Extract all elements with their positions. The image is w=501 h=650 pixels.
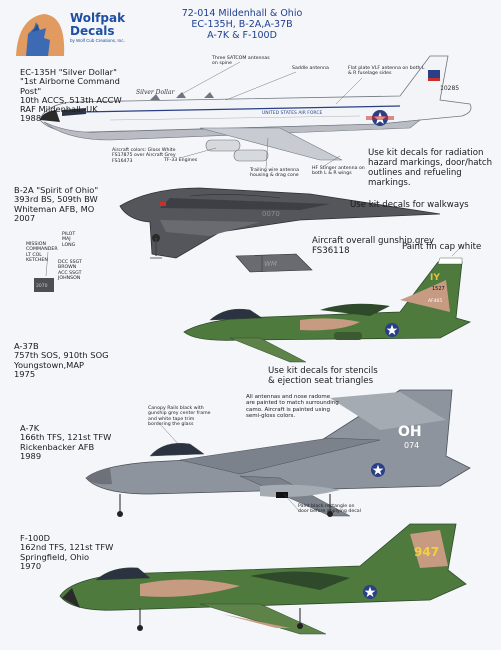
callout-a7-door: Paint black rectangle on door before app… bbox=[298, 504, 361, 515]
brand-name-line1: Wolfpak bbox=[70, 11, 126, 25]
note-a7-antennas-line: are painted to match surrounding bbox=[246, 400, 339, 407]
wolf-logo-icon bbox=[16, 14, 65, 56]
note-radiation-line: outlines and refueling bbox=[368, 168, 462, 178]
note-fin-cap: Paint fin cap white bbox=[402, 242, 482, 252]
sheet-types-line1: EC-135H, B-2A,A-37B bbox=[191, 19, 293, 30]
brand-name: Wolfpak Decals bbox=[70, 12, 125, 38]
a7-aircraft: OH 074 bbox=[85, 389, 471, 517]
a7-line: 1989 bbox=[20, 450, 42, 461]
a37-line: Youngstown,MAP bbox=[14, 359, 84, 370]
sheet-code-title: 72-014 Mildenhall & Ohio bbox=[181, 8, 303, 19]
a7-description: A-7K 166th TFS, 121st TFW Rickenbacker A… bbox=[20, 423, 120, 461]
a37-af-text: AF465 bbox=[428, 298, 442, 304]
f100-line: 1970 bbox=[20, 560, 42, 571]
note-a7-antennas-line: camo. Aircraft is painted using bbox=[246, 406, 331, 413]
note-b2-grey: Aircraft overall gunship grey FS36118 bbox=[312, 236, 462, 256]
note-b2-grey-line: FS36118 bbox=[312, 246, 350, 256]
sheet-types-line2: A-7K & F-100D bbox=[207, 30, 277, 41]
a37-description: A-37B 757th SOS, 910th SOG Youngstown,MA… bbox=[14, 341, 124, 379]
note-stencils-line: & ejection seat triangles bbox=[268, 376, 374, 386]
callout-b2-crew: DCC SSGT BROWN ACC SSGT JOHNSON bbox=[58, 260, 82, 282]
b2-door-code: 2070 bbox=[36, 283, 48, 289]
note-walkways: Use kit decals for walkways bbox=[350, 200, 469, 210]
callout-a7-canopy: Canopy Rails black with gunship grey cen… bbox=[148, 406, 211, 428]
brand-name-line2: Decals bbox=[70, 24, 115, 38]
a7-line: Rickenbacker AFB bbox=[20, 441, 95, 452]
callout-hf-stinger: HF Stinger antenna on both L & R wings bbox=[312, 166, 365, 177]
b2-line: 393rd BS, 509th BW bbox=[14, 194, 98, 205]
b2-serial: 0070 bbox=[262, 210, 280, 218]
b2-line: B-2A "Spirit of Ohio" bbox=[14, 185, 99, 195]
ec135-line: RAF Mildenhall, UK bbox=[20, 104, 98, 115]
callout-saddle: Saddle antenna bbox=[292, 66, 329, 71]
note-a7-antennas: All antennas and nose radome are painted… bbox=[246, 394, 374, 419]
a37-aircraft: IY 1527 AF465 bbox=[183, 245, 472, 363]
note-stencils-line: Use kit decals for stencils bbox=[268, 366, 378, 376]
note-radiation-line: Use kit decals for radiation bbox=[368, 148, 484, 158]
note-radiation-line: hazard markings, door/hatch bbox=[368, 158, 493, 168]
ec135-fuselage-text: UNITED STATES AIR FORCE bbox=[262, 110, 322, 116]
callout-tf33: TF-33 Engines bbox=[164, 158, 198, 163]
b2-tail-code: WM bbox=[264, 260, 277, 268]
a7-tail-code: OH bbox=[398, 424, 422, 440]
ec135-aircraft: UNITED STATES AIR FORCE 10285 Silver Dol… bbox=[39, 55, 472, 169]
f100-line: F-100D bbox=[20, 533, 50, 543]
ec135-line: 10th ACCS, 513th ACCW bbox=[20, 94, 122, 105]
ec135-line: EC-135H "Silver Dollar" bbox=[20, 67, 117, 77]
note-a7-antennas-line: semi-gloss colors. bbox=[246, 412, 296, 419]
callout-b2-mission-commander: MISSION COMMANDER LT COL KETCHEN bbox=[26, 242, 58, 264]
b2-line: 2007 bbox=[14, 212, 36, 223]
f100-aircraft: 947 bbox=[59, 523, 467, 635]
note-radiation-line: markings. bbox=[368, 178, 411, 188]
a7-line: 166th TFS, 121st TFW bbox=[20, 432, 112, 443]
ec135-line: 1988 bbox=[20, 113, 42, 124]
note-a7-antennas-line: All antennas and nose radome bbox=[246, 394, 331, 400]
b2-line: Whiteman AFB, MO bbox=[14, 203, 95, 214]
ec135-tail-serial: 10285 bbox=[440, 85, 459, 92]
f100-serial: 947 bbox=[414, 545, 439, 559]
f100-line: Springfield, Ohio bbox=[20, 551, 90, 562]
brand-tagline: by Wolf Cub Creations, Inc. bbox=[70, 38, 125, 43]
a37-line: 757th SOS, 910th SOG bbox=[14, 350, 109, 361]
note-b2-grey-line: Aircraft overall gunship grey bbox=[312, 236, 435, 246]
note-radiation: Use kit decals for radiation hazard mark… bbox=[368, 148, 496, 188]
callout-b2-pilot: PILOT MAJ LONG bbox=[62, 232, 76, 248]
b2-aircraft: 0070 WM 2070 bbox=[34, 187, 441, 292]
brand-logo: Wolfpak Decals by Wolf Cub Creations, In… bbox=[14, 10, 134, 58]
ec135-description: EC-135H "Silver Dollar" "1st Airborne Co… bbox=[20, 67, 140, 124]
ec135-signature: Silver Dollar bbox=[136, 89, 176, 96]
a37-tail-code: IY bbox=[430, 273, 440, 283]
note-stencils: Use kit decals for stencils & ejection s… bbox=[268, 366, 408, 386]
callout-trailing-wire: Trailing wire antenna housing & drag con… bbox=[250, 168, 300, 179]
callout-three-satcom: Three SATCOM antennas on spine bbox=[212, 56, 270, 67]
callout-vlf: Flat plate VLF antenna on both L & R fus… bbox=[348, 66, 425, 77]
callout-ec135-colors: Aircraft colors: Gloss White FS17875 ove… bbox=[112, 148, 176, 164]
a7-serial: 074 bbox=[404, 441, 419, 450]
f100-description: F-100D 162nd TFS, 121st TFW Springfield,… bbox=[20, 533, 120, 571]
ec135-line: "1st Airborne Command Post" bbox=[20, 76, 120, 96]
b2-description: B-2A "Spirit of Ohio" 393rd BS, 509th BW… bbox=[14, 185, 114, 223]
a37-line: A-37B bbox=[14, 341, 39, 351]
sheet-title: 72-014 Mildenhall & Ohio EC-135H, B-2A,A… bbox=[142, 8, 342, 41]
f100-line: 162nd TFS, 121st TFW bbox=[20, 542, 114, 553]
a37-line: 1975 bbox=[14, 368, 36, 379]
a37-serial: 1527 bbox=[432, 286, 445, 292]
a7-line: A-7K bbox=[20, 423, 40, 433]
